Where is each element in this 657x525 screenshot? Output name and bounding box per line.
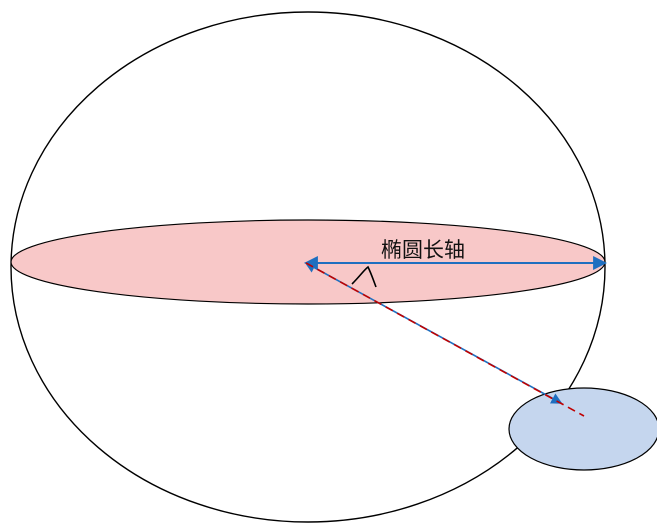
angle-arc bbox=[351, 265, 377, 288]
dashed-red-line bbox=[305, 262, 585, 417]
small-ellipse bbox=[508, 387, 657, 471]
major-axis-label: 椭圆长轴 bbox=[381, 238, 465, 262]
